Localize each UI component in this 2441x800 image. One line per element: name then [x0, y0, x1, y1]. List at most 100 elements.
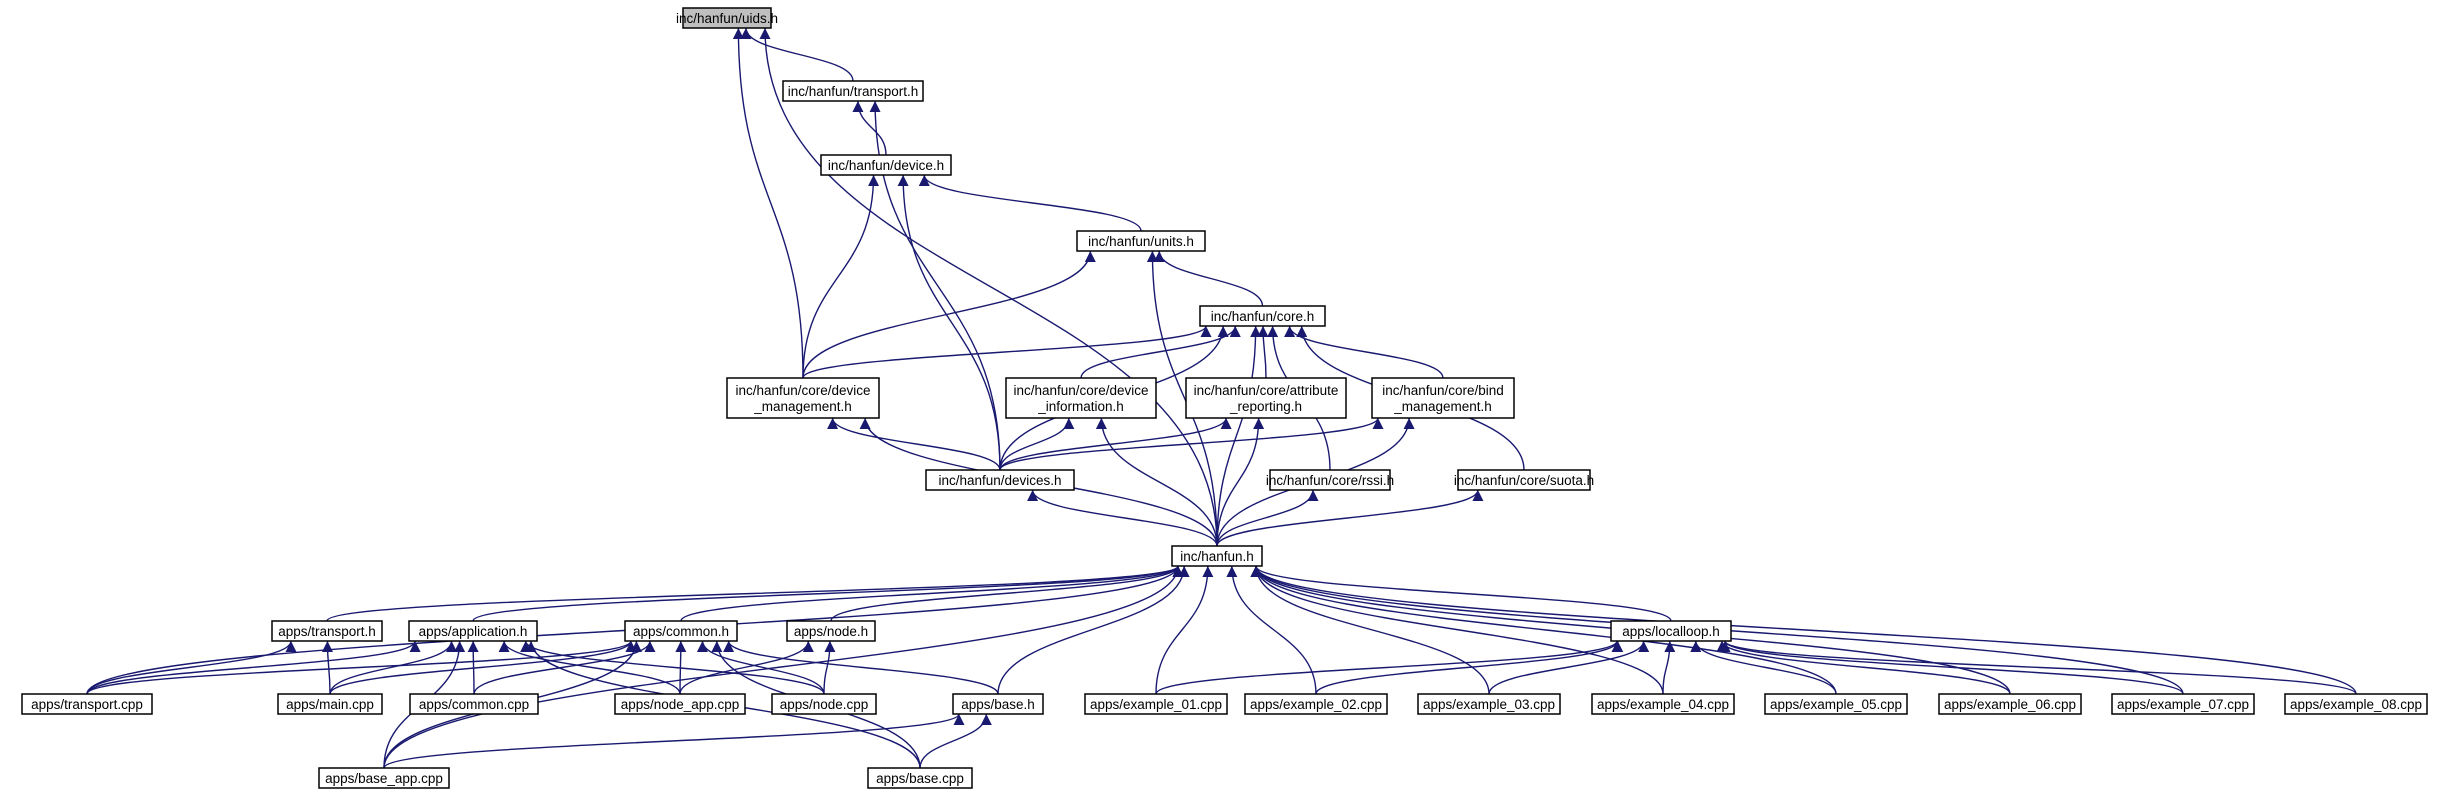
file-node-box: [1591, 693, 1735, 715]
file-nodes: inc/hanfun/uids.h inc/hanfun/transport.h i…: [21, 7, 2428, 789]
dependency-edge: [1250, 565, 1664, 695]
dependency-edge: [802, 250, 1096, 379]
file-node-a-ex07[interactable]: apps/example_07.cpp: [2111, 693, 2255, 715]
dependency-edge: [697, 640, 825, 695]
file-node-box: [1171, 545, 1263, 567]
file-node-label: apps/localloop.h: [1622, 624, 1720, 639]
file-node-core-h[interactable]: inc/hanfun/core.h: [1199, 305, 1326, 327]
file-node-bindmgmt[interactable]: inc/hanfun/core/bind_management.h: [1371, 377, 1515, 419]
dependency-edge: [1216, 489, 1484, 547]
dependency-edge: [1488, 640, 1650, 695]
dependency-edge: [732, 27, 804, 379]
dependency-edge: [1250, 565, 1672, 622]
file-node-a-common-cpp[interactable]: apps/common.cpp: [409, 693, 539, 715]
file-node-a-node-h[interactable]: apps/node.h: [786, 620, 876, 642]
file-node-suota[interactable]: inc/hanfun/core/suota.h: [1454, 469, 1594, 491]
file-node-a-main-cpp[interactable]: apps/main.cpp: [277, 693, 383, 715]
dependency-edge: [1226, 565, 1317, 695]
file-node-label: apps/common.h: [633, 624, 729, 639]
file-node-label: apps/example_07.cpp: [2117, 697, 2249, 712]
file-node-box: [408, 620, 538, 642]
file-node-a-transport-h[interactable]: apps/transport.h: [271, 620, 383, 642]
file-node-box: [2284, 693, 2428, 715]
dependency-edge: [473, 640, 656, 695]
file-node-label: apps/base.h: [961, 697, 1035, 712]
file-node-rssi[interactable]: inc/hanfun/core/rssi.h: [1266, 469, 1394, 491]
file-node-box: [682, 7, 772, 29]
file-node-a-base-cpp[interactable]: apps/base.cpp: [867, 767, 973, 789]
file-node-device-h[interactable]: inc/hanfun/device.h: [820, 154, 952, 176]
file-node-box: [2111, 693, 2255, 715]
dependency-edge: [472, 565, 1184, 622]
file-node-label: inc/hanfun/device.h: [828, 158, 944, 173]
dependency-edge: [675, 640, 687, 695]
file-node-a-base-h[interactable]: apps/base.h: [952, 693, 1044, 715]
file-node-a-ex08[interactable]: apps/example_08.cpp: [2284, 693, 2428, 715]
file-node-devinfo[interactable]: inc/hanfun/core/device_information.h: [1005, 377, 1157, 419]
file-node-a-application-h[interactable]: apps/application.h: [408, 620, 538, 642]
file-node-a-ex03[interactable]: apps/example_03.cpp: [1417, 693, 1561, 715]
file-node-box: [1076, 230, 1206, 252]
file-node-a-localloop-h[interactable]: apps/localloop.h: [1610, 620, 1732, 642]
file-node-box: [1185, 377, 1347, 419]
file-node-units-h[interactable]: inc/hanfun/units.h: [1076, 230, 1206, 252]
file-node-label: apps/base.cpp: [876, 771, 964, 786]
file-node-hanfun[interactable]: inc/hanfun.h: [1171, 545, 1263, 567]
dependency-edge: [383, 713, 965, 769]
file-node-box: [771, 693, 877, 715]
file-node-transport-h[interactable]: inc/hanfun/transport.h: [782, 80, 924, 102]
file-node-a-ex06[interactable]: apps/example_06.cpp: [1938, 693, 2082, 715]
file-node-box: [1417, 693, 1561, 715]
file-node-attrrep[interactable]: inc/hanfun/core/attribute_reporting.h: [1185, 377, 1347, 419]
file-node-a-ex01[interactable]: apps/example_01.cpp: [1084, 693, 1228, 715]
dependency-edge: [1690, 640, 1837, 695]
dependency-edge: [383, 565, 1184, 769]
dependency-edge: [1216, 325, 1262, 547]
dependency-edges: [86, 27, 2357, 769]
dependency-edge: [1216, 489, 1319, 547]
file-node-uids[interactable]: inc/hanfun/uids.h: [676, 7, 778, 29]
file-node-box: [271, 620, 383, 642]
file-node-box: [952, 693, 1044, 715]
dependency-edge: [1155, 565, 1214, 695]
dependency-edge: [999, 417, 1384, 471]
file-node-label: apps/example_04.cpp: [1597, 697, 1729, 712]
dependency-edge: [919, 713, 992, 769]
file-node-devmgmt[interactable]: inc/hanfun/core/device_management.h: [726, 377, 880, 419]
file-node-label: _management.h: [753, 399, 852, 414]
file-node-box: [820, 154, 952, 176]
file-node-box: [1371, 377, 1515, 419]
file-node-label: inc/hanfun/units.h: [1088, 234, 1194, 249]
file-node-a-common-h[interactable]: apps/common.h: [624, 620, 738, 642]
dependency-edge: [1080, 325, 1241, 379]
file-node-a-ex05[interactable]: apps/example_05.cpp: [1764, 693, 1908, 715]
dependency-edge: [1216, 417, 1265, 547]
file-node-label: apps/example_06.cpp: [1944, 697, 2076, 712]
dependency-edge: [1146, 250, 1218, 547]
file-node-label: apps/example_01.cpp: [1090, 697, 1222, 712]
file-node-box: [409, 693, 539, 715]
file-node-label: inc/hanfun/transport.h: [788, 84, 919, 99]
file-node-label: inc/hanfun/core/rssi.h: [1266, 473, 1394, 488]
file-node-label: _information.h: [1037, 399, 1124, 414]
dependency-edge: [1250, 565, 1837, 695]
file-node-label: inc/hanfun/devices.h: [938, 473, 1061, 488]
dependency-edge: [999, 417, 1075, 471]
file-node-devices[interactable]: inc/hanfun/devices.h: [925, 469, 1075, 491]
file-node-a-ex02[interactable]: apps/example_02.cpp: [1244, 693, 1388, 715]
file-node-a-transport-cpp[interactable]: apps/transport.cpp: [21, 693, 153, 715]
file-node-a-ex04[interactable]: apps/example_04.cpp: [1591, 693, 1735, 715]
dependency-edge: [827, 417, 1001, 471]
file-node-label: _management.h: [1393, 399, 1492, 414]
file-node-label: apps/common.cpp: [419, 697, 529, 712]
file-node-label: apps/transport.cpp: [31, 697, 143, 712]
dependency-edge: [1662, 640, 1676, 695]
dependency-edge: [1719, 640, 2184, 695]
file-node-box: [1084, 693, 1228, 715]
file-node-a-node-cpp[interactable]: apps/node.cpp: [771, 693, 877, 715]
file-node-a-node-app-cpp[interactable]: apps/node_app.cpp: [614, 693, 746, 715]
file-node-a-base-app-cpp[interactable]: apps/base_app.cpp: [318, 767, 450, 789]
dependency-edge: [802, 174, 880, 379]
file-node-box: [925, 469, 1075, 491]
